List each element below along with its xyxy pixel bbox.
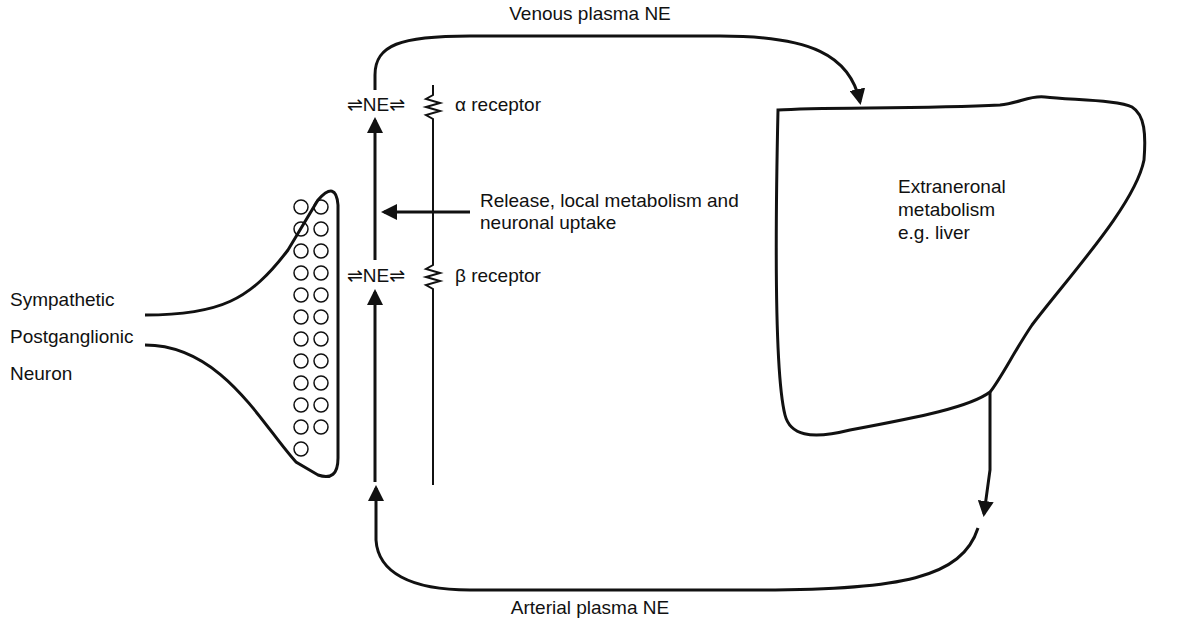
- vesicle: [314, 266, 328, 280]
- vesicle: [314, 420, 328, 434]
- vesicle: [314, 288, 328, 302]
- vesicle: [314, 310, 328, 324]
- venous-loop: [375, 36, 860, 102]
- neuron-label: Sympathetic: [10, 289, 115, 311]
- vesicle: [294, 244, 308, 258]
- neuron-label: Neuron: [10, 363, 72, 385]
- liver-outflow: [984, 392, 990, 514]
- vesicles: [294, 200, 328, 456]
- vesicle: [294, 310, 308, 324]
- vesicle: [294, 200, 308, 214]
- vesicle: [294, 332, 308, 346]
- vesicle: [294, 354, 308, 368]
- vesicle: [314, 200, 328, 214]
- vesicle: [294, 376, 308, 390]
- vesicle: [294, 398, 308, 412]
- ne-exchange: ⇌NE⇌: [345, 94, 407, 116]
- uptake-arrow: [384, 211, 470, 214]
- vesicle: [314, 222, 328, 236]
- vesicle: [294, 420, 308, 434]
- flow-arrow: [374, 120, 377, 260]
- liver-outline: [770, 95, 1150, 445]
- organ-label: Extraneronal metabolism e.g. liver: [898, 175, 1028, 244]
- vesicle: [294, 222, 308, 236]
- vesicle: [314, 244, 328, 258]
- flow-arrow: [374, 292, 377, 482]
- loop-label: Venous plasma NE: [507, 3, 673, 25]
- process-note: Release, local metabolism and neuronal u…: [480, 190, 750, 234]
- vesicle: [314, 376, 328, 390]
- vesicle: [294, 266, 308, 280]
- vesicle: [314, 398, 328, 412]
- neuron-label: Postganglionic: [10, 326, 134, 348]
- vesicle: [294, 288, 308, 302]
- arterial-loop: [376, 488, 978, 590]
- receptor-label: β receptor: [455, 265, 541, 287]
- membrane-line: [426, 85, 440, 485]
- vesicle: [314, 354, 328, 368]
- neuron-terminal: [145, 191, 338, 476]
- vesicle: [314, 332, 328, 346]
- loop-label: Arterial plasma NE: [509, 597, 671, 619]
- vesicle: [294, 442, 308, 456]
- ne-exchange: ⇌NE⇌: [345, 265, 407, 287]
- liver-organ: Extraneronal metabolism e.g. liver: [770, 95, 1150, 445]
- receptor-label: α receptor: [455, 94, 541, 116]
